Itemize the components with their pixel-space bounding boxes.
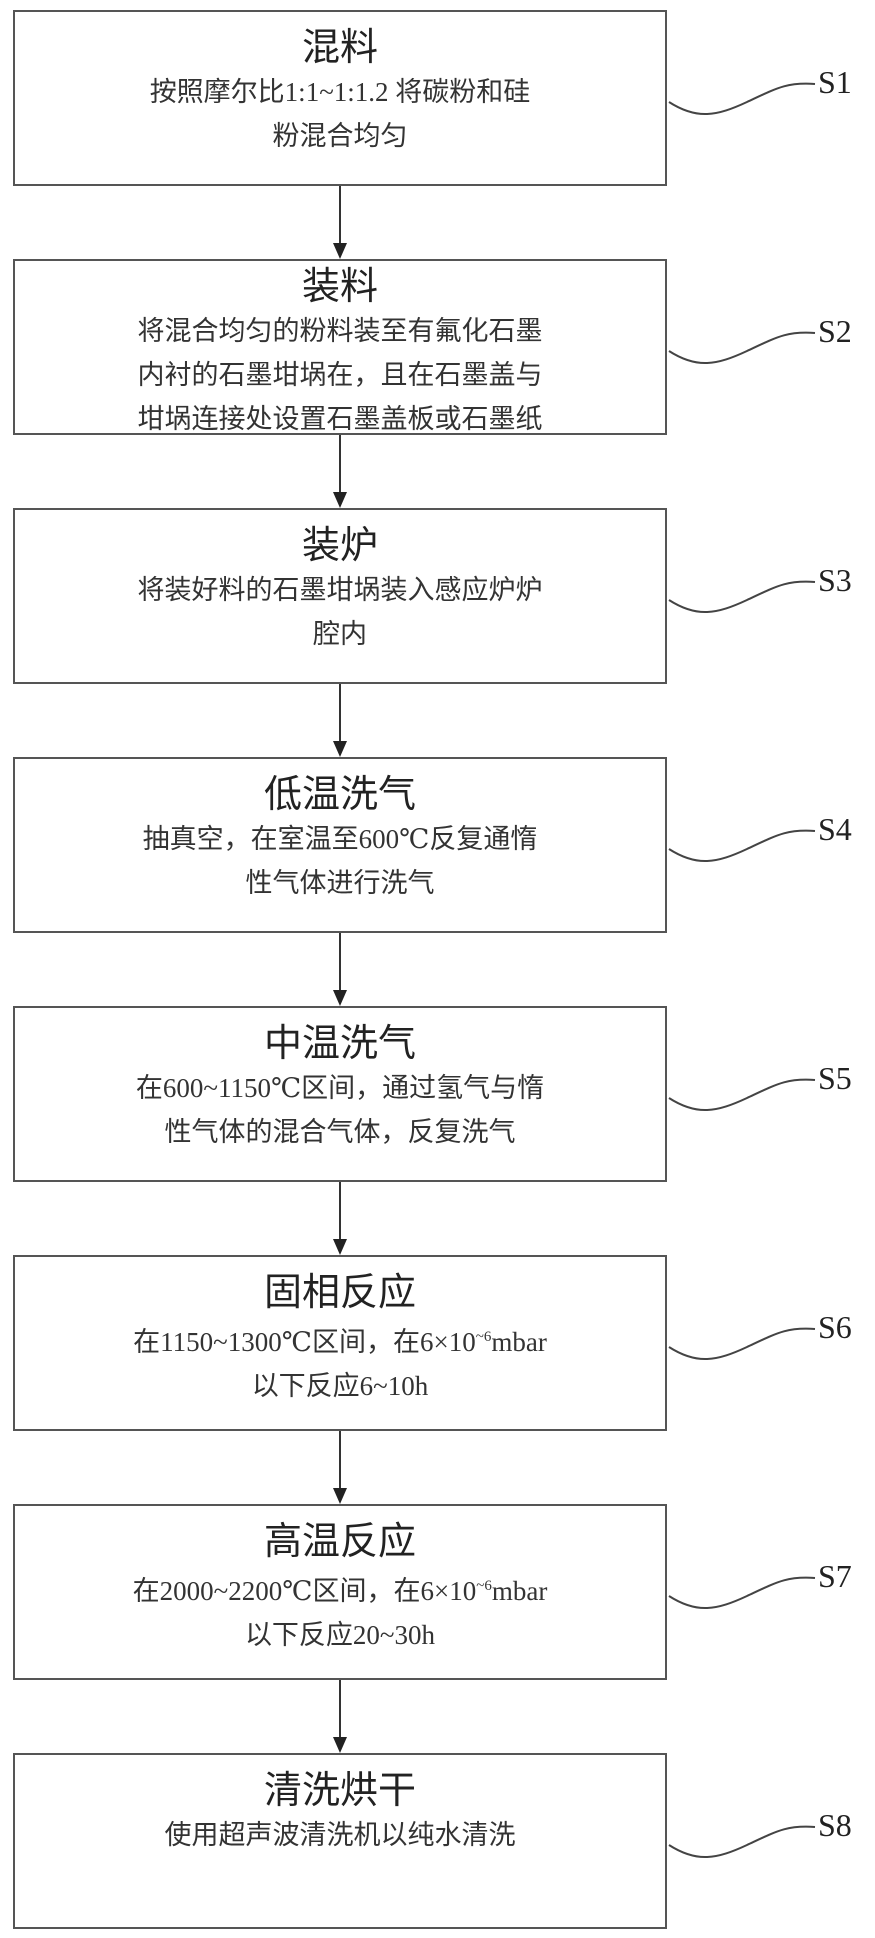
- step-label: S1: [818, 64, 852, 100]
- step-box-s3: 装炉将装好料的石墨坩埚装入感应炉炉腔内: [13, 508, 667, 684]
- step-box-s8: 清洗烘干使用超声波清洗机以纯水清洗: [13, 1753, 667, 1929]
- step-box-s7: 高温反应在2000~2200℃区间，在6×10~6mbar 以下反应20~30h: [13, 1504, 667, 1680]
- leader-line: [668, 1576, 816, 1609]
- arrow-head-icon: [333, 741, 347, 757]
- step-description-line: 性气体进行洗气: [245, 868, 435, 898]
- leader-line: [668, 1327, 816, 1360]
- step-description-line: 将装好料的石墨坩埚装入感应炉炉: [137, 575, 543, 605]
- step-description-line: 性气体的混合气体，反复洗气: [164, 1117, 516, 1147]
- step-description-line: 将混合均匀的粉料装至有氟化石墨: [137, 316, 543, 346]
- step-description-line: 使用超声波清洗机以纯水清洗: [164, 1820, 516, 1850]
- step-description-line: 内衬的石墨坩埚在，且在石墨盖与: [137, 360, 543, 390]
- step-box-s2: 装料将混合均匀的粉料装至有氟化石墨内衬的石墨坩埚在，且在石墨盖与坩埚连接处设置石…: [13, 259, 667, 435]
- step-label: S8: [818, 1807, 852, 1843]
- leader-line: [668, 1078, 816, 1111]
- step-title: 高温反应: [263, 1521, 416, 1563]
- step-description-line: 以下反应6~10h: [251, 1371, 429, 1401]
- step-label: S7: [818, 1558, 852, 1594]
- step-label: S5: [818, 1060, 852, 1096]
- step-description-line: 以下反应20~30h: [244, 1620, 436, 1650]
- leader-line: [668, 1825, 816, 1858]
- step-description-line: 在600~1150℃区间，通过氢气与惰: [135, 1073, 545, 1103]
- step-title: 低温洗气: [263, 774, 416, 816]
- arrow-head-icon: [333, 1488, 347, 1504]
- leader-line: [668, 82, 816, 115]
- leader-line: [668, 580, 816, 613]
- step-box-s6: 固相反应在1150~1300℃区间，在6×10~6mbar 以下反应6~10h: [13, 1255, 667, 1431]
- leader-line: [668, 331, 816, 364]
- step-description-line: 抽真空，在室温至600℃反复通惰: [142, 824, 538, 854]
- step-label: S2: [818, 313, 852, 349]
- step-title: 装炉: [301, 525, 378, 567]
- step-description-line: 坩埚连接处设置石墨盖板或石墨纸: [137, 404, 543, 434]
- step-box-s4: 低温洗气抽真空，在室温至600℃反复通惰性气体进行洗气: [13, 757, 667, 933]
- arrow-head-icon: [333, 1737, 347, 1753]
- step-title: 混料: [301, 27, 378, 69]
- step-description-line: 腔内: [313, 619, 367, 649]
- step-description-line: 粉混合均匀: [272, 121, 408, 151]
- step-box-s5: 中温洗气在600~1150℃区间，通过氢气与惰性气体的混合气体，反复洗气: [13, 1006, 667, 1182]
- step-label: S6: [818, 1309, 852, 1345]
- step-description-line: 在2000~2200℃区间，在6×10~6mbar: [132, 1576, 548, 1606]
- step-title: 装料: [301, 266, 378, 308]
- arrow-head-icon: [333, 492, 347, 508]
- arrow-head-icon: [333, 990, 347, 1006]
- arrow-head-icon: [333, 243, 347, 259]
- step-box-s1: 混料按照摩尔比1:1~1:1.2 将碳粉和硅粉混合均匀: [13, 10, 667, 186]
- step-label: S4: [818, 811, 852, 847]
- step-title: 清洗烘干: [263, 1770, 416, 1812]
- step-description-line: 在1150~1300℃区间，在6×10~6mbar: [133, 1327, 547, 1357]
- step-description-line: 按照摩尔比1:1~1:1.2 将碳粉和硅: [149, 77, 531, 107]
- step-title: 固相反应: [263, 1272, 416, 1314]
- arrow-head-icon: [333, 1239, 347, 1255]
- step-title: 中温洗气: [263, 1023, 416, 1065]
- step-label: S3: [818, 562, 852, 598]
- leader-line: [668, 829, 816, 862]
